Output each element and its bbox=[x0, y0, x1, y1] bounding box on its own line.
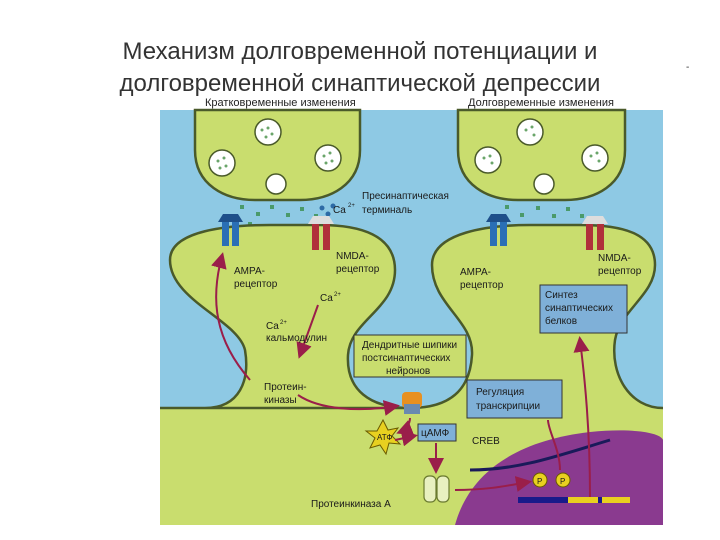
ca-label-mid: Ca bbox=[320, 293, 333, 304]
reg-label-2: транскрипции bbox=[476, 401, 540, 412]
ampa-label-left-2: рецептор bbox=[234, 279, 278, 290]
corner-mark: - bbox=[686, 62, 690, 73]
ca-sup-calmod: 2+ bbox=[280, 320, 287, 326]
synth-label-2: синаптических bbox=[545, 303, 613, 314]
p-label-2: P bbox=[560, 477, 565, 486]
pk-label-1: Протеин- bbox=[264, 382, 307, 393]
pk-label-2: киназы bbox=[264, 395, 297, 406]
nmda-label-left-2: рецептор bbox=[336, 264, 380, 275]
ca-label-calmod: Ca bbox=[266, 321, 279, 332]
ca-sup-top: 2+ bbox=[348, 203, 355, 209]
regulation-box bbox=[466, 379, 563, 419]
presynaptic-terminal-right bbox=[456, 108, 627, 202]
signal-arrows bbox=[211, 252, 591, 498]
page-title: Механизм долговременной потенциации и до… bbox=[0, 36, 720, 100]
ampa-receptor-left bbox=[218, 214, 243, 246]
dendritic-spine-right bbox=[409, 223, 664, 410]
nmda-label-right-1: NMDA- bbox=[598, 253, 631, 264]
presyn-label-2: терминаль bbox=[362, 205, 412, 216]
synaptic-vesicles-left bbox=[208, 118, 342, 195]
synth-label-1: Синтез bbox=[545, 290, 578, 301]
creb-phospho-markers bbox=[532, 472, 571, 488]
nmda-label-right-2: рецептор bbox=[598, 266, 642, 277]
nmda-receptor-left bbox=[308, 216, 334, 250]
dna-strand bbox=[518, 497, 630, 503]
ca-label-top: Ca bbox=[333, 205, 346, 216]
spine-label-2: постсинаптических bbox=[362, 353, 450, 364]
nmda-receptor-right bbox=[582, 216, 608, 250]
presyn-label-1: Пресинаптическая bbox=[362, 191, 449, 202]
ca-sup-mid: 2+ bbox=[334, 292, 341, 298]
atf-label: АТФ bbox=[377, 433, 392, 442]
synthesis-box bbox=[539, 284, 628, 334]
camp-label: цАМФ bbox=[421, 428, 450, 439]
adenylyl-cyclase bbox=[402, 392, 422, 414]
ampa-label-right-2: рецептор bbox=[460, 280, 504, 291]
synth-label-3: белков bbox=[545, 315, 577, 327]
ampa-receptor-right bbox=[486, 214, 511, 246]
dendritic-spine-left bbox=[160, 223, 411, 410]
spine-label-3: нейронов bbox=[386, 366, 430, 377]
protein-kinase-a-icon bbox=[423, 475, 450, 503]
nmda-label-left-1: NMDA- bbox=[336, 251, 369, 262]
synaptic-vesicles-right bbox=[474, 118, 609, 195]
spine-label-box bbox=[353, 334, 467, 378]
camp-box bbox=[417, 423, 457, 442]
section-long-term: Долговременные изменения bbox=[468, 97, 614, 109]
spine-label-1: Дендритные шипики bbox=[362, 340, 457, 351]
p-label-1: P bbox=[537, 477, 542, 486]
title-line-2: долговременной синаптической депрессии bbox=[119, 70, 601, 97]
section-short-term: Кратковременные изменения bbox=[205, 97, 356, 109]
title-line-1: Механизм долговременной потенциации и bbox=[122, 38, 598, 65]
reg-label-1: Регуляция bbox=[476, 387, 524, 398]
ampa-label-left-1: АМРА- bbox=[234, 266, 265, 277]
calmodulin-label: кальмодулин bbox=[266, 333, 327, 344]
ampa-label-right-1: АМРА- bbox=[460, 267, 491, 278]
creb-label: CREB bbox=[472, 436, 500, 447]
pka-label: Протеинкиназа А bbox=[311, 499, 391, 510]
presynaptic-terminal-left bbox=[193, 108, 362, 202]
